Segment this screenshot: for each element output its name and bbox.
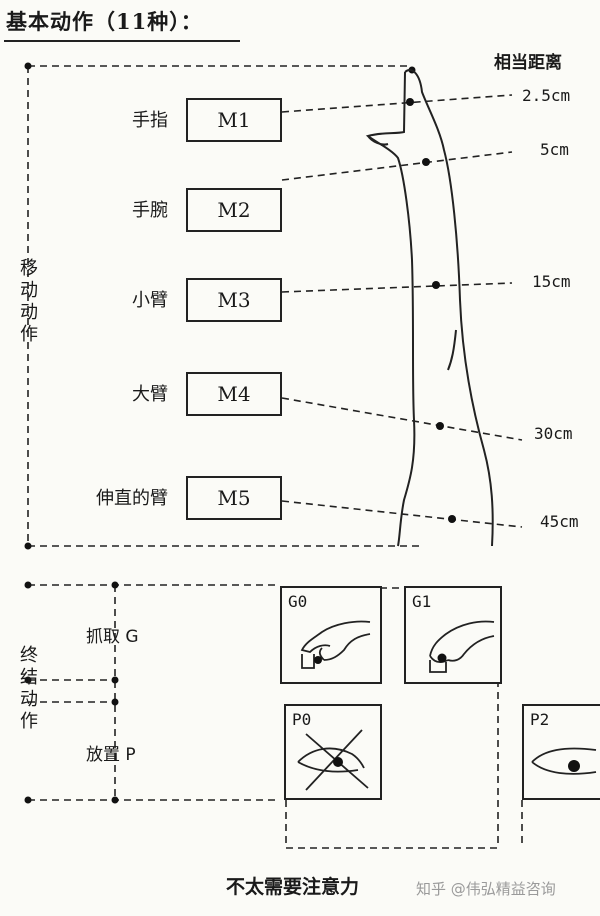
distance-m2: 5cm <box>540 140 569 159</box>
cell-p2-code: P2 <box>530 710 550 729</box>
m5-box: M5 <box>186 476 282 520</box>
m2-box: M2 <box>186 188 282 232</box>
cell-g1-code: G1 <box>412 592 432 611</box>
cell-g1: G1 <box>404 586 502 684</box>
title-underline <box>4 40 240 42</box>
row-label-straight-arm: 伸直的臂 <box>96 488 168 509</box>
m1-box: M1 <box>186 98 282 142</box>
moving-section-label: 移动动作 <box>17 258 38 346</box>
grasp-icon <box>429 620 495 673</box>
watermark: 知乎 @伟弘精益咨询 <box>416 880 556 898</box>
distance-header: 相当距离 <box>494 53 562 73</box>
distance-m1: 2.5cm <box>522 86 571 105</box>
cell-g0: G0 <box>280 586 382 684</box>
row-label-upper-arm: 大臂 <box>132 384 168 405</box>
row-label-grasp: 抓取 G <box>86 627 139 647</box>
distance-m5: 45cm <box>540 512 579 531</box>
cell-p2: P2 <box>522 704 600 800</box>
crossed-out-eye-icon <box>297 729 369 791</box>
pinch-grasp-icon <box>300 620 371 669</box>
cell-g0-code: G0 <box>288 592 308 611</box>
arm-outline-icon <box>365 69 494 547</box>
distance-m3: 15cm <box>532 272 571 291</box>
m3-box: M3 <box>186 278 282 322</box>
row-label-forearm: 小臂 <box>132 290 168 311</box>
terminal-section-label: 终结动作 <box>17 645 38 733</box>
footer-caption: 不太需要注意力 <box>226 876 360 898</box>
eye-icon <box>531 747 597 775</box>
row-label-wrist: 手腕 <box>132 200 168 221</box>
row-label-finger: 手指 <box>132 110 168 131</box>
cell-p0-code: P0 <box>292 710 312 729</box>
diagram-title: 基本动作（11种）： <box>6 9 203 34</box>
cell-p0: P0 <box>284 704 382 800</box>
distance-m4: 30cm <box>534 424 573 443</box>
row-label-place: 放置 P <box>86 745 136 765</box>
m4-box: M4 <box>186 372 282 416</box>
